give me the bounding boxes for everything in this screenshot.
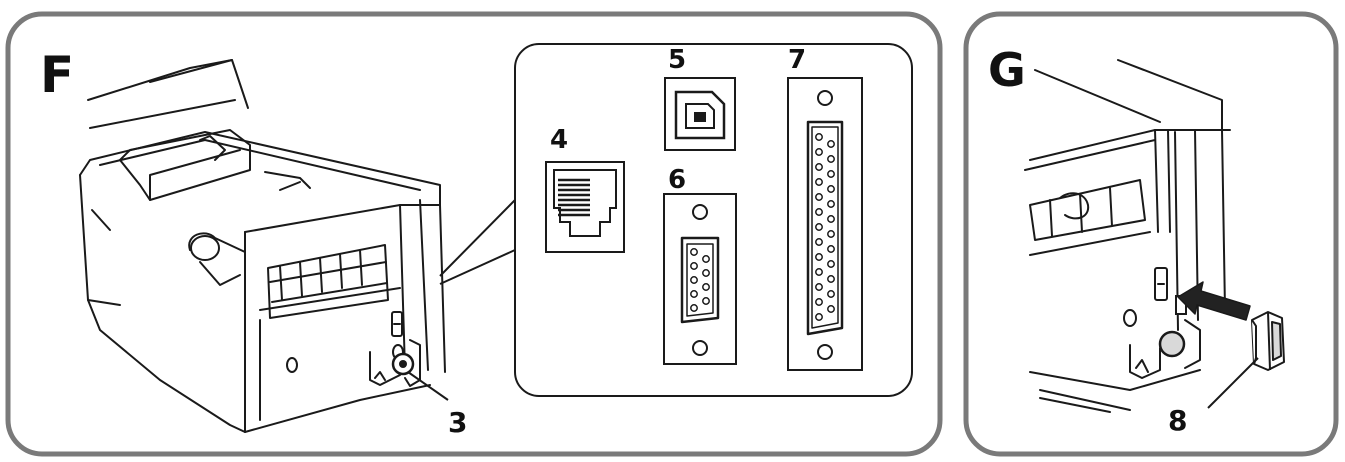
db25-pin xyxy=(827,140,835,148)
callout-8: 8 xyxy=(1168,404,1187,437)
printer-rear-closeup xyxy=(1024,59,1231,413)
db25-pin xyxy=(827,305,835,313)
callout-4: 4 xyxy=(550,125,568,155)
db25-pin xyxy=(815,148,823,156)
db9-pin xyxy=(702,255,710,263)
panel-g-frame xyxy=(963,11,1339,457)
power-connector xyxy=(391,352,415,376)
db25-pin xyxy=(815,313,823,321)
db25-pins xyxy=(815,133,835,321)
db25-pin xyxy=(827,275,835,283)
db25-pin xyxy=(827,245,835,253)
db9-pin xyxy=(690,304,698,312)
connector-plug-icon xyxy=(1251,311,1285,371)
db9-pin xyxy=(690,276,698,284)
parallel-port: 7 xyxy=(787,45,863,371)
db9-pin xyxy=(702,297,710,305)
db9-pin xyxy=(702,269,710,277)
zoom-pointer xyxy=(439,199,516,285)
leader-line-3 xyxy=(407,371,449,401)
db25-pin xyxy=(815,223,823,231)
db9-pin xyxy=(690,290,698,298)
rj45-port-icon xyxy=(545,161,625,253)
callout-5: 5 xyxy=(668,45,686,75)
serial-port: 6 xyxy=(663,165,737,365)
db25-pin xyxy=(815,133,823,141)
db9-port-icon xyxy=(663,193,737,365)
db25-pin xyxy=(815,208,823,216)
panel-g: G xyxy=(963,11,1339,457)
db25-port-icon xyxy=(787,77,863,371)
callout-3: 3 xyxy=(448,406,467,439)
db9-pin xyxy=(690,248,698,256)
usb-port: 5 xyxy=(664,45,736,151)
panel-g-letter: G xyxy=(988,43,1026,97)
db25-pin xyxy=(827,230,835,238)
db25-pin xyxy=(815,298,823,306)
panel-f-letter: F xyxy=(40,46,74,104)
db25-pin xyxy=(815,268,823,276)
callout-6: 6 xyxy=(668,165,686,195)
callout-7: 7 xyxy=(788,45,806,75)
db9-pins xyxy=(690,248,710,312)
db25-pin xyxy=(827,200,835,208)
db25-pin xyxy=(827,155,835,163)
panel-f: F xyxy=(5,11,943,457)
db25-pin xyxy=(815,283,823,291)
db25-pin xyxy=(827,215,835,223)
db25-pin xyxy=(815,253,823,261)
db25-pin xyxy=(827,260,835,268)
db25-pin xyxy=(815,238,823,246)
power-socket-icon xyxy=(1158,330,1186,358)
db25-pin xyxy=(815,193,823,201)
db25-pin xyxy=(815,178,823,186)
db25-pin xyxy=(815,163,823,171)
leader-line-8 xyxy=(1207,357,1259,409)
db25-pin xyxy=(827,170,835,178)
db25-pin xyxy=(827,185,835,193)
ethernet-port: 4 xyxy=(545,125,625,253)
db25-pin xyxy=(827,290,835,298)
usb-b-port-icon xyxy=(664,77,736,151)
insert-arrow-icon xyxy=(1177,281,1251,321)
db9-pin xyxy=(690,262,698,270)
db9-pin xyxy=(702,283,710,291)
